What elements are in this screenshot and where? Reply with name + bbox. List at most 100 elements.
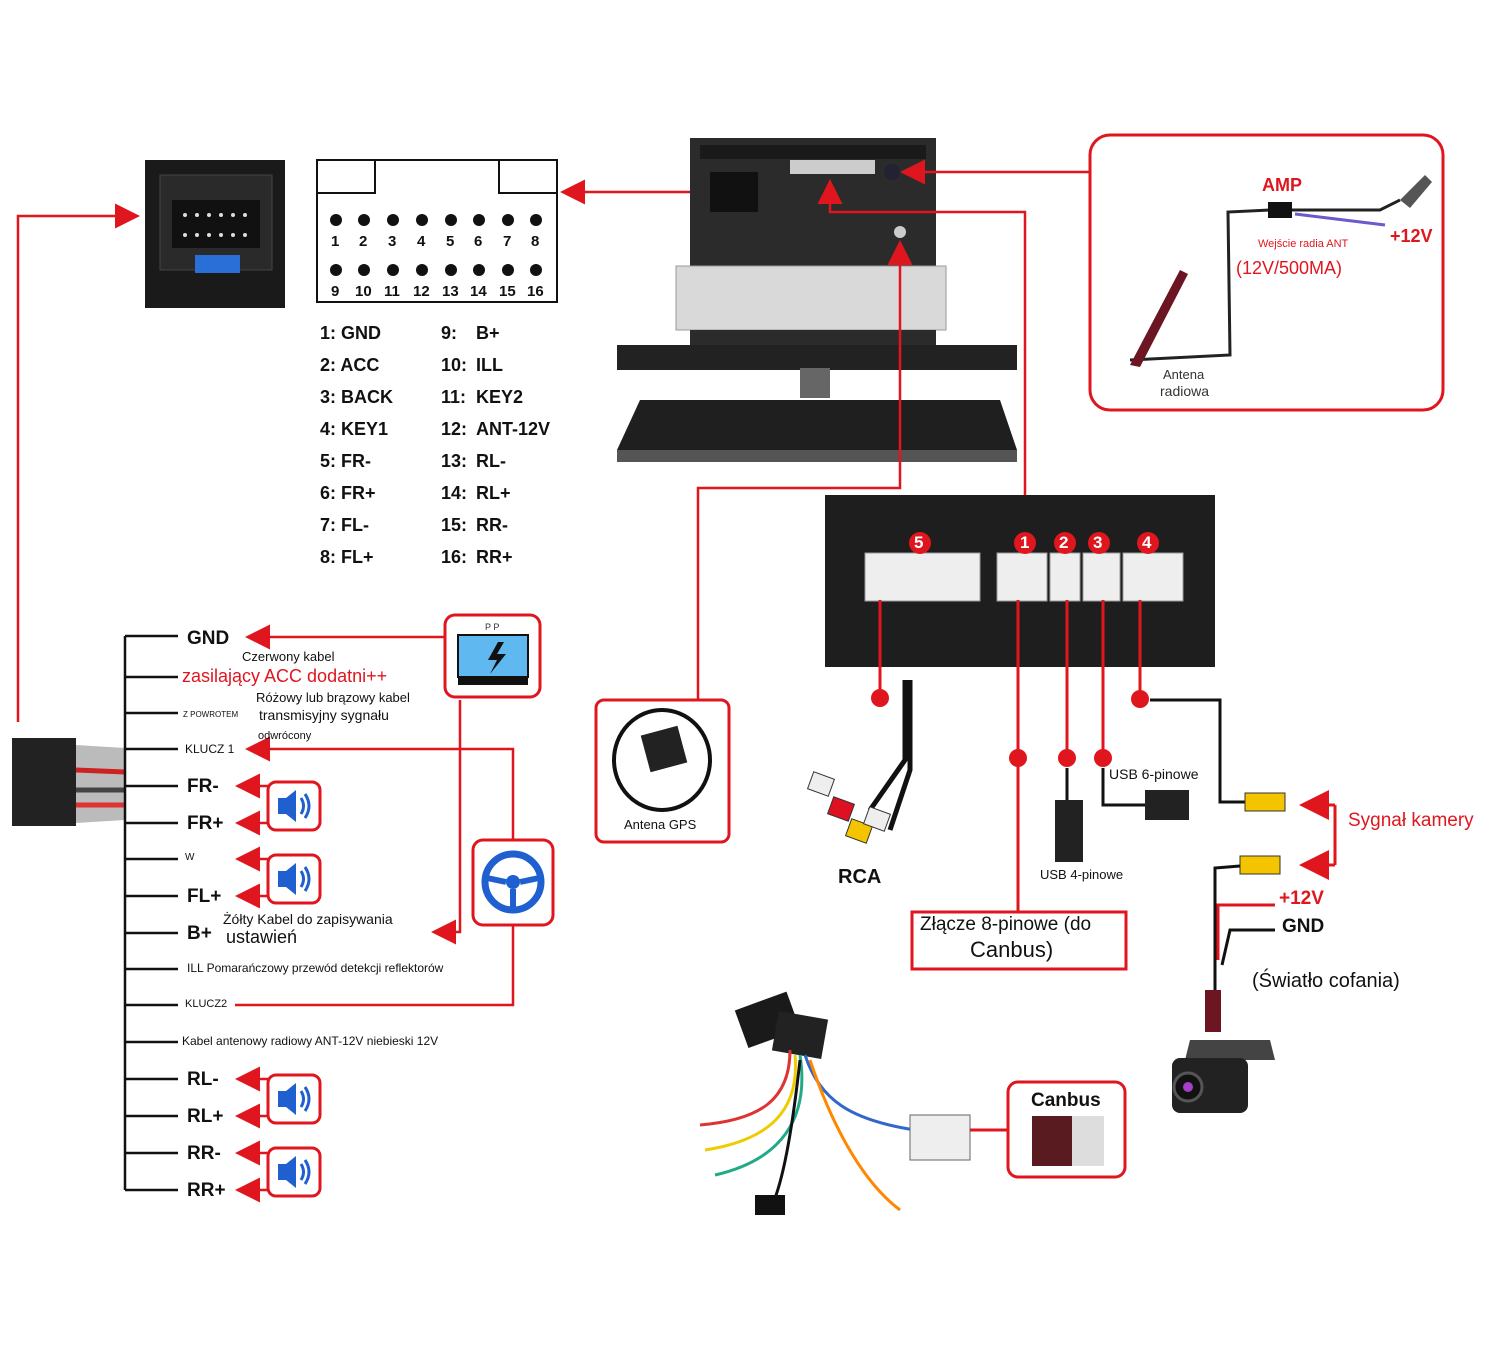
pin-number: 11 xyxy=(384,283,400,300)
pin-map-name: FL- xyxy=(341,515,370,535)
port-number: 3 xyxy=(1093,533,1103,552)
reverse-light-label: (Światło cofania) xyxy=(1252,970,1400,992)
steering-wheel-icon xyxy=(471,838,555,927)
harness-transmission: transmisyjny sygnału xyxy=(259,707,389,723)
harness-gnd: GND xyxy=(187,628,230,649)
pin-map-number: 15: xyxy=(441,515,468,535)
pin-number: 5 xyxy=(446,233,455,250)
pin-number: 2 xyxy=(359,233,368,250)
pin-map-number: 10: xyxy=(441,355,468,375)
gps-label: Antena GPS xyxy=(624,817,697,832)
port-number: 4 xyxy=(1142,533,1152,552)
pin-map-number: 9: xyxy=(441,323,458,343)
harness-klucz1: KLUCZ 1 xyxy=(185,742,235,756)
pin-map-name: ACC xyxy=(340,355,380,375)
pin-number: 3 xyxy=(388,233,397,250)
iso-connector-photo xyxy=(145,160,285,308)
harness-w: W xyxy=(185,852,195,863)
pin-map-number: 8: xyxy=(320,547,337,567)
pin-map-name: FR+ xyxy=(341,483,376,503)
harness-yellow-cable: Żółty Kabel do zapisywania xyxy=(223,911,393,927)
antenna-box-frame xyxy=(1088,133,1445,412)
ant-input-label: Wejście radia ANT xyxy=(1258,238,1349,250)
pin-map-number: 1: xyxy=(320,323,337,343)
port-number-badges xyxy=(909,532,1159,554)
pin-number: 1 xyxy=(331,233,340,250)
speaker-icon-rl xyxy=(266,1073,322,1125)
port-panel-photo xyxy=(825,495,1215,667)
pin-number: 16 xyxy=(527,283,544,300)
harness-rr-minus: RR- xyxy=(187,1143,221,1164)
pin-map-number: 7: xyxy=(320,515,337,535)
usb-cables xyxy=(1065,768,1145,807)
harness-b-plus: B+ xyxy=(187,923,212,944)
radio-antenna-label-2: radiowa xyxy=(1160,383,1210,399)
harness-rl-plus: RL+ xyxy=(187,1106,224,1127)
harness-klucz2: KLUCZ2 xyxy=(185,998,228,1010)
pin-number: 12 xyxy=(413,283,430,300)
pin-number: 6 xyxy=(474,233,483,250)
pin-number: 14 xyxy=(470,283,487,300)
pin-number: 7 xyxy=(503,233,512,250)
harness-arrows xyxy=(235,624,515,1203)
battery-icon xyxy=(443,613,542,699)
radio-antenna-label-1: Antena xyxy=(1163,367,1205,382)
pin-map-name: RL- xyxy=(476,451,506,471)
usb4-plug-icon xyxy=(1055,800,1083,862)
port-number: 5 xyxy=(914,533,924,552)
harness-settings: ustawień xyxy=(226,927,298,947)
canbus-connector-label-2: Canbus) xyxy=(970,937,1054,962)
backup-camera-icon xyxy=(1172,990,1275,1113)
connector-pin-dots xyxy=(330,214,542,276)
amp-label: AMP xyxy=(1262,175,1302,195)
connector-pinout-diagram xyxy=(316,159,558,303)
harness-antenna-cable: Kabel antenowy radiowy ANT-12V niebieski… xyxy=(182,1034,439,1048)
pin-map-name: RR+ xyxy=(476,547,513,567)
pin-number: 4 xyxy=(417,233,426,250)
harness-rr-plus: RR+ xyxy=(187,1180,226,1201)
speaker-icon-fl xyxy=(266,853,322,905)
pin-map-number: 13: xyxy=(441,451,468,471)
harness-acc: zasilający ACC dodatni++ xyxy=(182,666,388,686)
harness-ill: ILL Pomarańczowy przewód detekcji reflek… xyxy=(187,961,444,975)
camera-gnd-label: GND xyxy=(1282,916,1325,937)
harness-reversed: odwrócony xyxy=(258,730,312,742)
harness-lines xyxy=(123,634,178,1192)
pin-map-name: ILL xyxy=(476,355,503,375)
harness-red-cable: Czerwony kabel xyxy=(242,649,335,664)
camera-signal-cables xyxy=(1150,698,1286,1000)
pin-map-name: KEY2 xyxy=(476,387,524,407)
port-number: 2 xyxy=(1059,533,1069,552)
ant-spec-label: (12V/500MA) xyxy=(1236,258,1343,278)
connector-arrows xyxy=(16,159,1090,722)
antenna-plug-icon xyxy=(1400,175,1432,208)
canbus-harness-photo xyxy=(699,991,971,1215)
pin-map-number: 16: xyxy=(441,547,468,567)
camera-signal-label: Sygnał kamery xyxy=(1348,810,1474,831)
rca-cable-bundle xyxy=(806,680,913,844)
pin-map-number: 14: xyxy=(441,483,468,503)
canbus-module-icon xyxy=(1006,1080,1127,1179)
pin-map-name: GND xyxy=(341,323,382,343)
port-number: 1 xyxy=(1020,533,1030,552)
canbus-label: Canbus xyxy=(1031,1090,1101,1111)
pin-map-name: KEY1 xyxy=(341,419,389,439)
harness-pink-cable: Różowy lub brązowy kabel xyxy=(256,690,410,705)
pin-number: 9 xyxy=(331,283,340,300)
pin-number: 15 xyxy=(499,283,516,300)
harness-rl-minus: RL- xyxy=(187,1069,219,1090)
gps-antenna-icon xyxy=(594,698,731,844)
pin-map-number: 4: xyxy=(320,419,337,439)
harness-plug-photo xyxy=(12,738,126,826)
pin-map-name: RR- xyxy=(476,515,508,535)
pin-map-name: BACK xyxy=(341,387,394,407)
harness-fl-plus: FL+ xyxy=(187,886,222,907)
pin-map-name: ANT-12V xyxy=(476,419,551,439)
pin-map-name: B+ xyxy=(476,323,500,343)
port-leader-dots xyxy=(871,689,1149,767)
pin-map-number: 5: xyxy=(320,451,337,471)
plus12v-label: +12V xyxy=(1390,226,1433,246)
antenna-cable xyxy=(1129,198,1401,362)
radio-antenna-icon xyxy=(1130,270,1188,367)
